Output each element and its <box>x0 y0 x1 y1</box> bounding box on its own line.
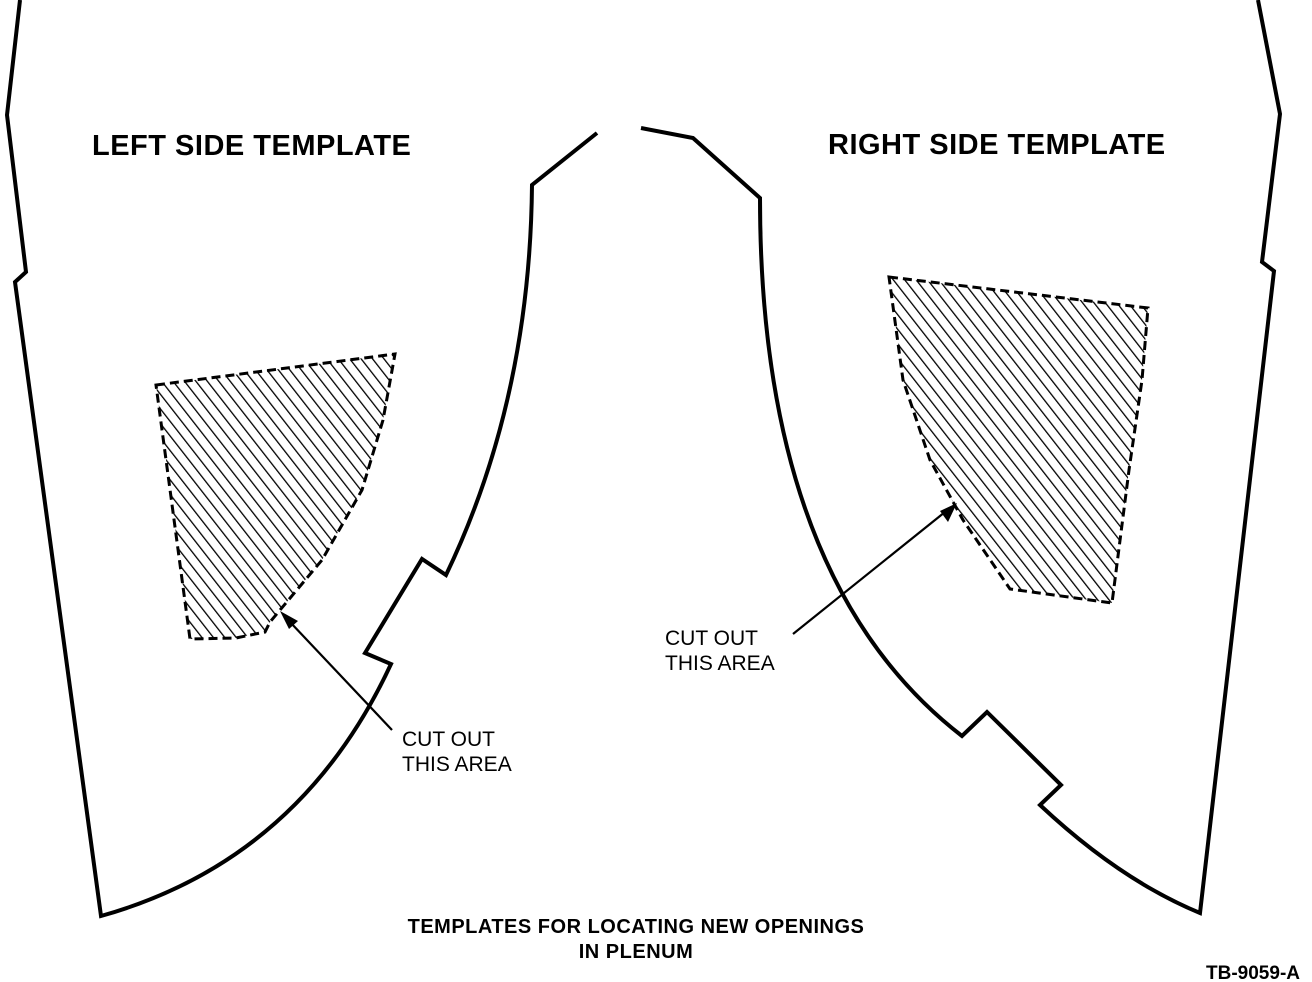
figure-id: TB-9059-A <box>1206 963 1300 982</box>
left-arrowhead <box>280 611 298 629</box>
right-template-outline <box>640 0 1283 916</box>
figure-caption-line1: TEMPLATES FOR LOCATING NEW OPENINGS <box>408 916 865 938</box>
left-cutout-note-line2: THIS AREA <box>402 753 512 776</box>
right-arrowhead <box>940 503 957 522</box>
right-cutout-note-line1: CUT OUT <box>665 627 758 650</box>
right-cutout-area <box>887 275 1150 605</box>
right-leader-line <box>792 511 946 635</box>
right-template-title: RIGHT SIDE TEMPLATE <box>828 129 1166 161</box>
left-leader-line <box>289 621 393 731</box>
left-cutout-callout <box>280 611 393 731</box>
left-side-template: LEFT SIDE TEMPLATE CUT OUT THIS AREA <box>4 0 599 919</box>
right-cutout-note-line2: THIS AREA <box>665 652 775 675</box>
figure-caption-line2: IN PLENUM <box>579 941 694 963</box>
left-cutout-note-line1: CUT OUT <box>402 728 495 751</box>
left-cutout-area <box>154 352 397 641</box>
right-cutout-callout <box>792 503 957 635</box>
left-template-outline <box>4 0 599 919</box>
left-template-title: LEFT SIDE TEMPLATE <box>92 130 411 162</box>
right-side-template: RIGHT SIDE TEMPLATE CUT OUT THIS AREA <box>640 0 1283 916</box>
